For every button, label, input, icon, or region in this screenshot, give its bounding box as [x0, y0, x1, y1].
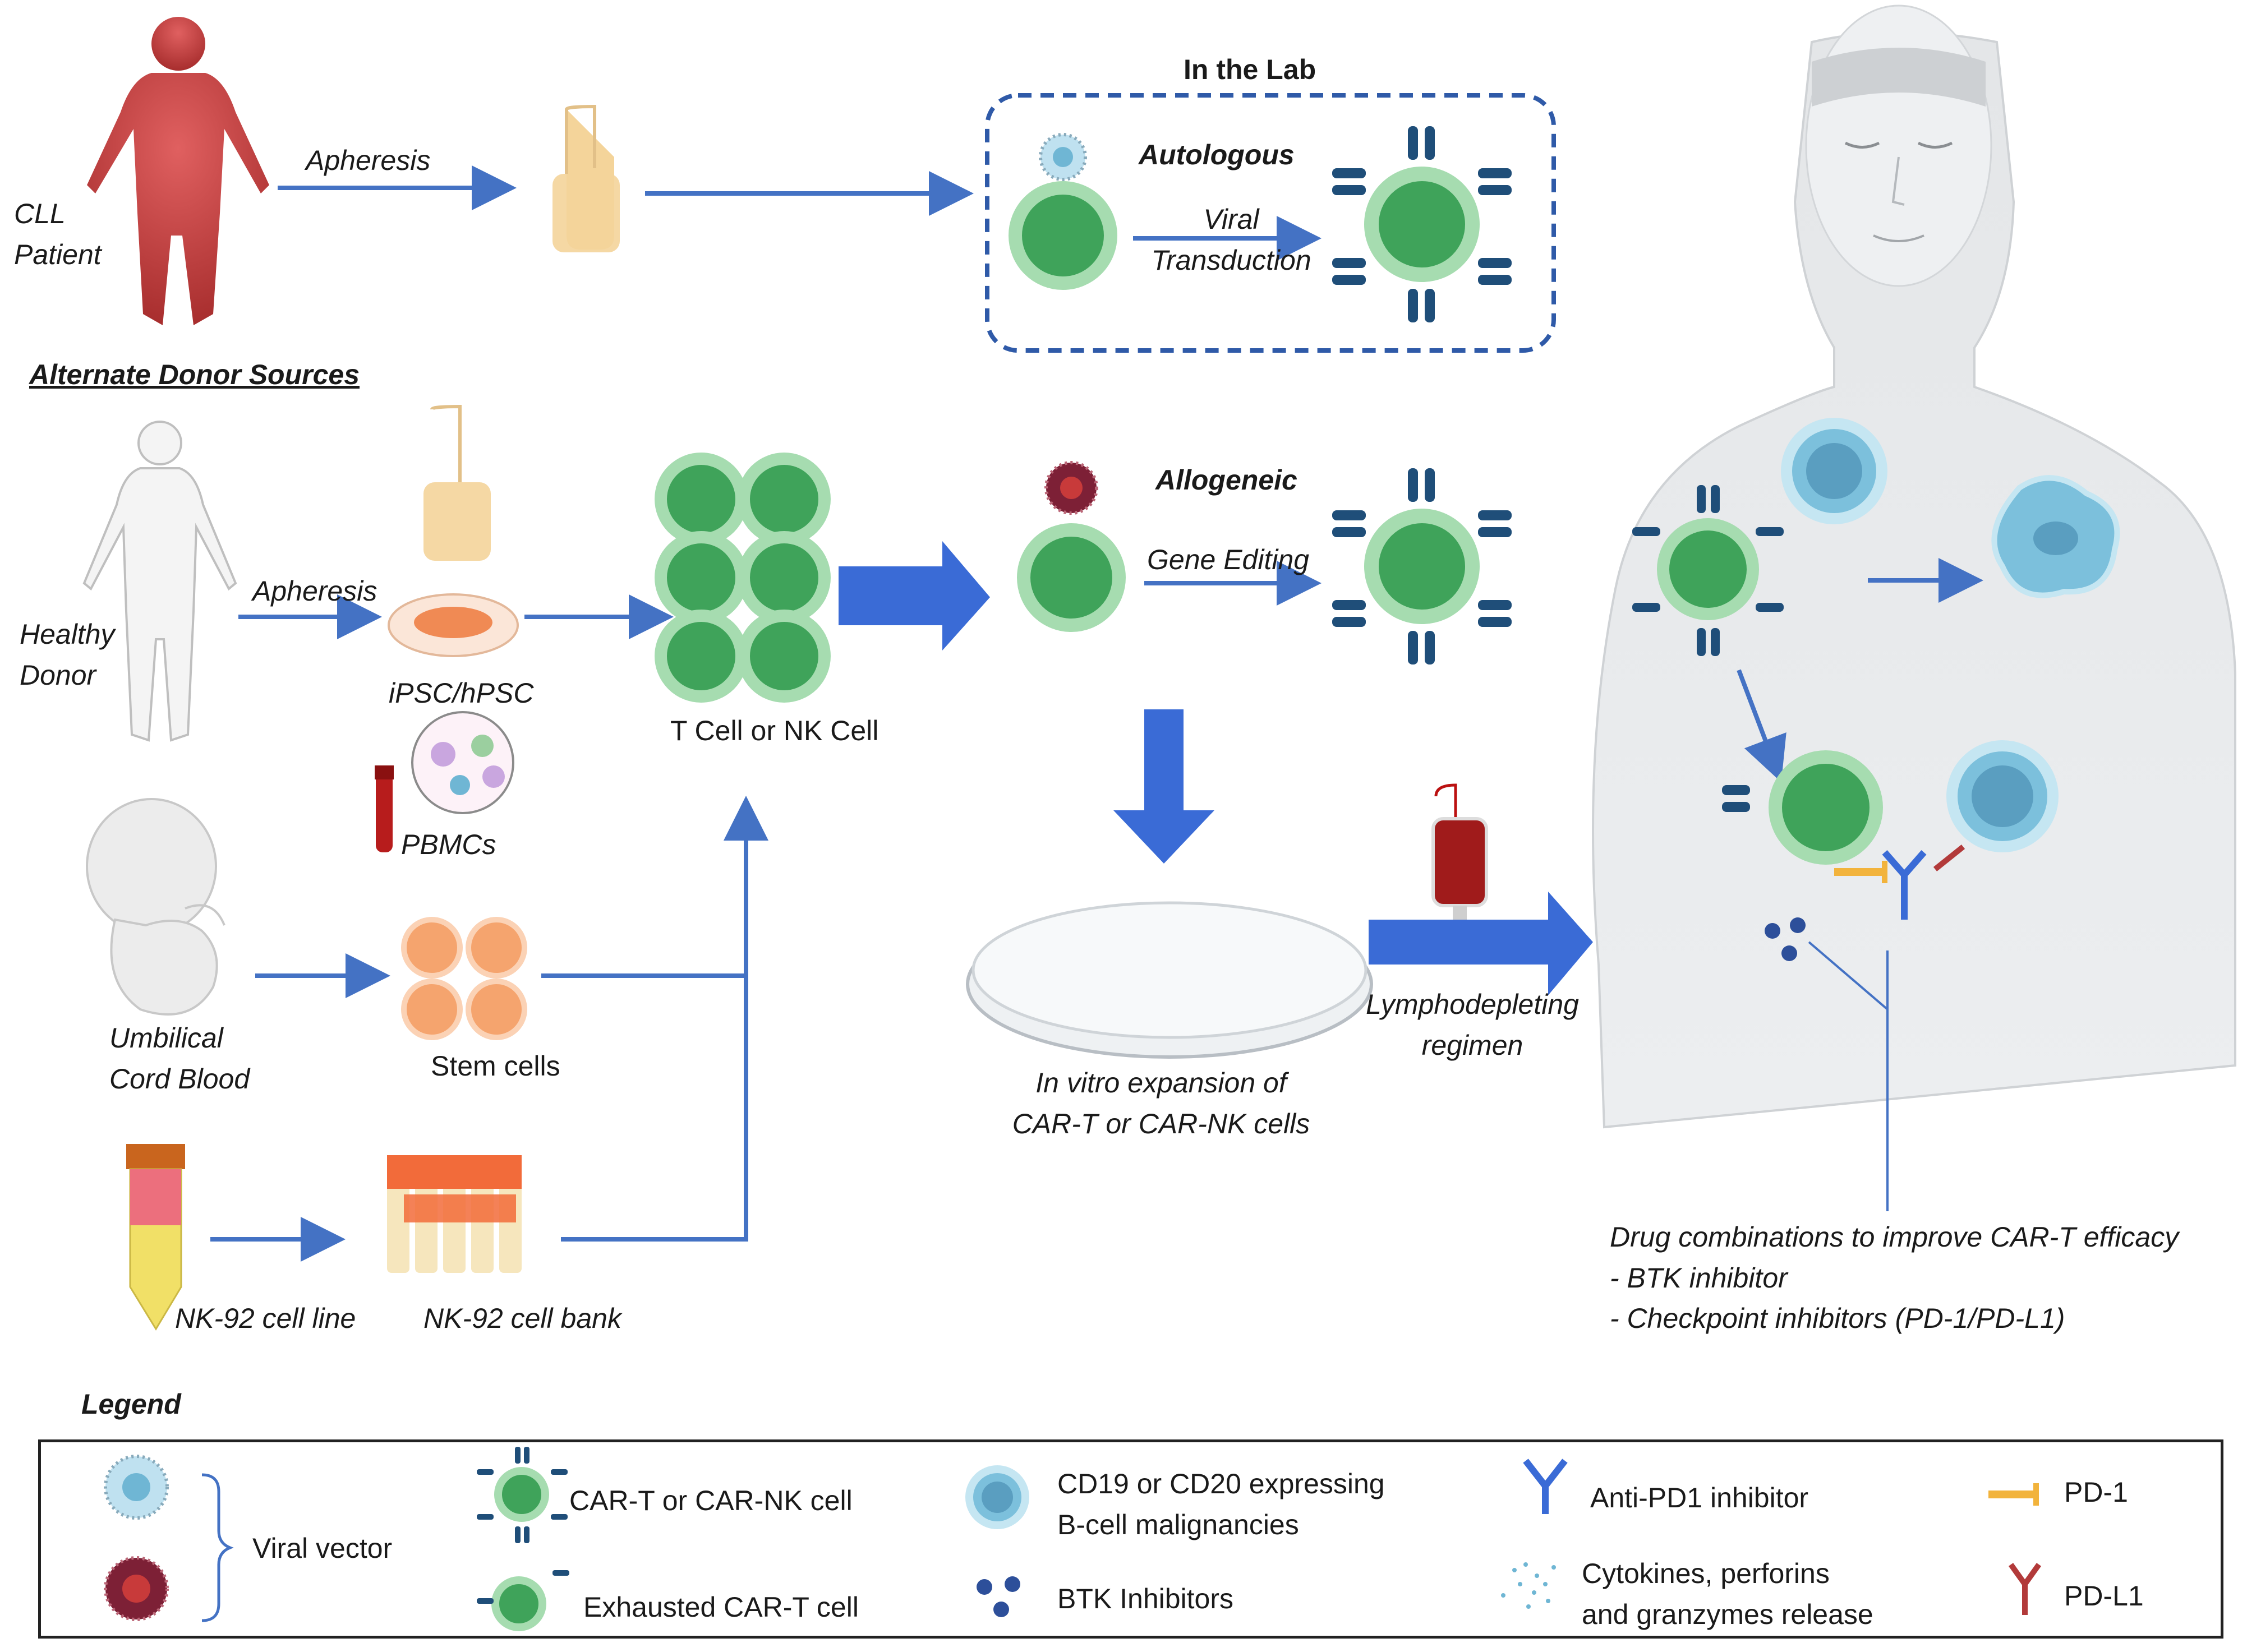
viral-transduction-label: Viral Transduction: [1139, 199, 1324, 280]
legend-box: [38, 1439, 2223, 1639]
cll-patient-line2: Patient: [14, 238, 102, 270]
nk92-line-label: NK-92 cell line: [175, 1303, 356, 1334]
big-arrow-right-to-allogeneic: [839, 541, 990, 650]
torso-b-cell-top: [1781, 418, 1887, 524]
legend-b-cell-line1: CD19 or CD20 expressing: [1057, 1468, 1385, 1499]
lymphodepleting-label: Lymphodepleting regimen: [1355, 984, 1590, 1065]
drug-combo-item-checkpoint: - Checkpoint inhibitors (PD-1/PD-L1): [1610, 1303, 2065, 1334]
t-nk-cell-cluster: [655, 453, 831, 703]
cll-patient-figure: [87, 17, 269, 325]
ipsc-label: iPSC/hPSC: [389, 677, 534, 709]
big-arrow-down-to-expansion: [1113, 709, 1214, 864]
torso-car-cell-top: [1632, 485, 1784, 656]
autologous-car-cell: [1332, 126, 1512, 322]
umbilical-cord-blood-label: Umbilical Cord Blood: [109, 1018, 250, 1099]
healthy-donor-figure: [82, 421, 237, 742]
legend-title: Legend: [81, 1388, 181, 1420]
pbmc-tube: [375, 711, 514, 852]
torso-exhausted-car-cell: [1722, 750, 1883, 865]
nk92-bank-label: NK-92 cell bank: [423, 1303, 621, 1334]
drug-combinations-title: Drug combinations to improve CAR-T effic…: [1610, 1221, 2179, 1253]
legend-pdl1-label: PD-L1: [2064, 1580, 2144, 1612]
legend-anti-pd1-label: Anti-PD1 inhibitor: [1590, 1482, 1809, 1513]
cll-patient-label: CLL Patient: [14, 193, 102, 275]
autologous-label: Autologous: [1139, 139, 1295, 170]
lymphodepleting-line2: regimen: [1421, 1029, 1523, 1061]
drug-combo-item-btk: - BTK inhibitor: [1610, 1262, 1788, 1294]
legend-cytokines-line1: Cytokines, perforins: [1582, 1558, 1830, 1589]
in-the-lab-box: [985, 93, 1556, 353]
allogeneic-t-cell: [1017, 523, 1126, 632]
legend-cytokines-label: Cytokines, perforins and granzymes relea…: [1582, 1553, 1873, 1635]
gene-editing-label: Gene Editing: [1147, 544, 1310, 575]
drug-combinations-block: Drug combinations to improve CAR-T effic…: [1610, 1217, 2179, 1339]
viral-transduction-line2: Transduction: [1151, 244, 1311, 276]
nk92-bank-tubes: [387, 1155, 522, 1273]
alternate-donor-sources-heading: Alternate Donor Sources: [29, 359, 360, 390]
expansion-petri-dish: [966, 901, 1373, 1059]
apheresis-mid-label: Apheresis: [252, 575, 377, 607]
torso-btk-dots: [1765, 917, 1806, 961]
autologous-viral-vector: [1039, 133, 1087, 181]
legend-btk-label: BTK Inhibitors: [1057, 1583, 1234, 1614]
umbilical-line1: Umbilical: [109, 1022, 223, 1054]
autologous-t-cell: [1009, 181, 1117, 290]
in-vitro-expansion-label: In vitro expansion of CAR-T or CAR-NK ce…: [998, 1063, 1324, 1144]
legend-b-cell-label: CD19 or CD20 expressing B-cell malignanc…: [1057, 1464, 1385, 1545]
fetus-figure: [86, 798, 225, 1016]
in-vitro-line2: CAR-T or CAR-NK cells: [1012, 1108, 1310, 1139]
legend-car-cell-label: CAR-T or CAR-NK cell: [569, 1485, 853, 1516]
in-vitro-line1: In vitro expansion of: [1035, 1067, 1287, 1099]
allogeneic-viral-vector: [1044, 461, 1098, 515]
allogeneic-car-cell: [1332, 468, 1512, 665]
healthy-donor-line1: Healthy: [20, 619, 115, 650]
torso-b-cell-bottom: [1946, 740, 2059, 852]
viral-transduction-line1: Viral: [1203, 204, 1259, 235]
in-the-lab-label: In the Lab: [1184, 54, 1316, 85]
t-or-nk-cell-label: T Cell or NK Cell: [670, 715, 879, 746]
legend-b-cell-line2: B-cell malignancies: [1057, 1508, 1299, 1540]
healthy-donor-line2: Donor: [20, 659, 96, 691]
cll-patient-line1: CLL: [14, 198, 66, 229]
stem-cells-label: Stem cells: [431, 1050, 560, 1082]
allogeneic-label: Allogeneic: [1155, 464, 1297, 496]
legend-cytokines-line2: and granzymes release: [1582, 1598, 1873, 1630]
flow-arrows: [210, 165, 1983, 1262]
apheresis-bag-top: [552, 104, 620, 252]
healthy-donor-label: Healthy Donor: [20, 614, 115, 695]
lymphodepleting-iv-bag: [1431, 783, 1488, 920]
apheresis-top-label: Apheresis: [306, 145, 431, 176]
torso-dead-tumor-cell: [1991, 475, 2120, 598]
umbilical-line2: Cord Blood: [109, 1063, 250, 1095]
stem-cells-cluster: [401, 917, 527, 1040]
legend-viral-vector-label: Viral vector: [252, 1533, 393, 1564]
apheresis-bag-mid: [423, 404, 491, 561]
nk92-tube: [126, 1144, 185, 1331]
legend-pd1-label: PD-1: [2064, 1476, 2128, 1508]
lymphodepleting-line1: Lymphodepleting: [1366, 989, 1579, 1020]
big-arrow-right-to-patient: [1369, 892, 1593, 995]
legend-exhausted-car-label: Exhausted CAR-T cell: [583, 1591, 859, 1623]
pbmcs-label: PBMCs: [401, 829, 496, 860]
ipsc-dish: [388, 593, 519, 657]
torso-pd1-interaction: [1834, 845, 1965, 920]
